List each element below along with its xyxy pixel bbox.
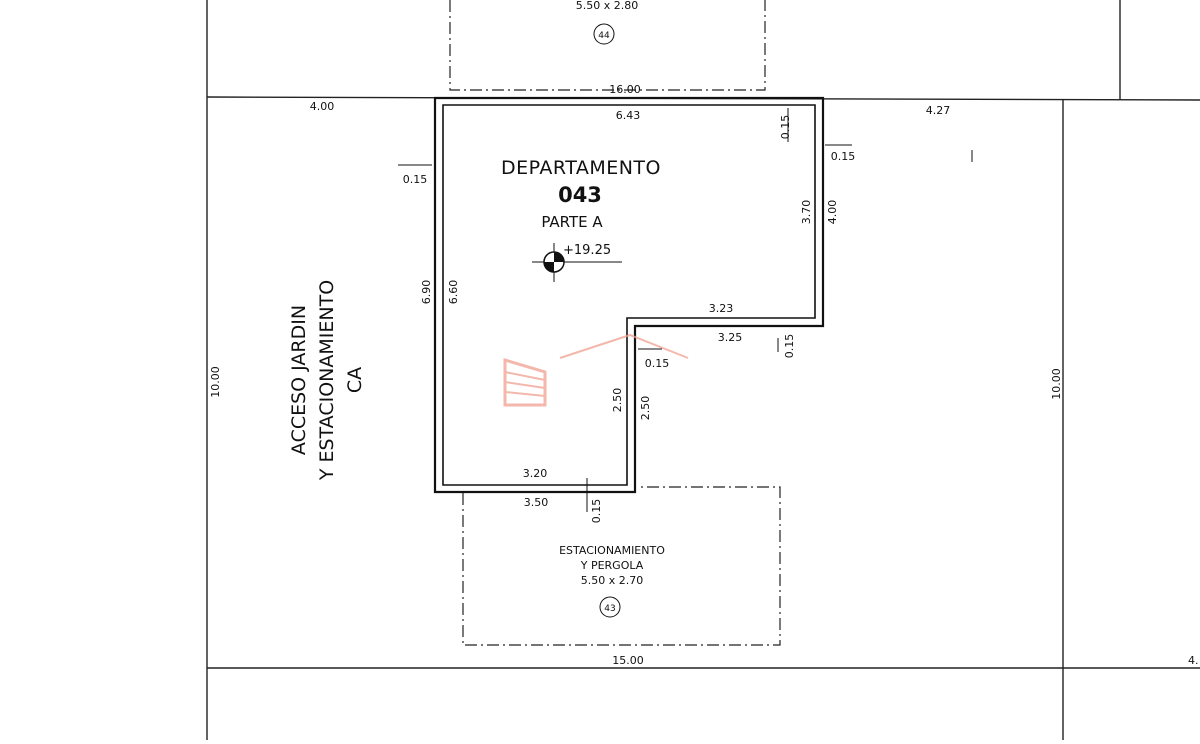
level-marker-icon <box>532 243 622 282</box>
dim-bottom-inner: 3.20 <box>523 467 548 480</box>
top-parking-outline: 5.50 x 2.80 44 <box>449 0 766 91</box>
watermark-logo <box>503 333 689 407</box>
dim-right-lot: 10.00 <box>1050 368 1063 400</box>
dim-bottom-lot: 15.00 <box>612 654 644 667</box>
dim-bottom-outer: 3.50 <box>524 496 549 509</box>
unit-number: 043 <box>558 183 602 207</box>
dim-right-top: 4.27 <box>926 104 951 117</box>
bottom-parking-outline: ESTACIONAMIENTO Y PERGOLA 5.50 x 2.70 43 <box>462 486 781 646</box>
dim-notch-wall: 0.15 <box>645 357 670 370</box>
bottom-parking-line1: ESTACIONAMIENTO <box>559 544 665 557</box>
apartment-walls <box>433 96 825 494</box>
access-line1: ACCESO JARDIN <box>288 305 310 455</box>
top-parking-number: 44 <box>598 31 610 41</box>
dim-left-outer-height: 6.90 <box>420 280 433 305</box>
dim-left-top: 4.00 <box>310 100 335 113</box>
unit-part: PARTE A <box>541 213 603 231</box>
dim-notch-inner-height: 2.50 <box>611 388 624 413</box>
dim-bottom-wall: 0.15 <box>590 499 603 524</box>
dimension-ticks <box>398 108 973 512</box>
bottom-parking-size: 5.50 x 2.70 <box>581 574 644 587</box>
access-line3: CA <box>344 367 366 393</box>
dim-step-inner: 3.23 <box>709 302 734 315</box>
dim-top-inner: 6.43 <box>616 109 641 122</box>
unit-title: DEPARTAMENTO <box>501 157 661 179</box>
dim-wall-right: 0.15 <box>831 150 856 163</box>
dim-wall-top-right: 0.15 <box>779 115 792 140</box>
access-line2: Y ESTACIONAMIENTO <box>316 280 338 481</box>
bottom-parking-number: 43 <box>604 604 615 614</box>
dim-step-wall: 0.15 <box>783 334 796 359</box>
dim-bottom-right-partial: 4. <box>1188 654 1199 667</box>
top-parking-size: 5.50 x 2.80 <box>576 0 639 12</box>
dim-top-outer: 16.00 <box>609 83 641 96</box>
bottom-parking-line2: Y PERGOLA <box>580 559 644 572</box>
dim-wall-left: 0.15 <box>403 173 428 186</box>
dim-left-lot: 10.00 <box>209 366 222 398</box>
dim-right-outer-height: 4.00 <box>826 200 839 225</box>
unit-level: +19.25 <box>563 243 611 258</box>
dim-left-inner-height: 6.60 <box>447 280 460 305</box>
dim-right-inner-height: 3.70 <box>800 200 813 225</box>
dim-notch-outer-height: 2.50 <box>639 396 652 421</box>
dim-step-outer: 3.25 <box>718 331 743 344</box>
